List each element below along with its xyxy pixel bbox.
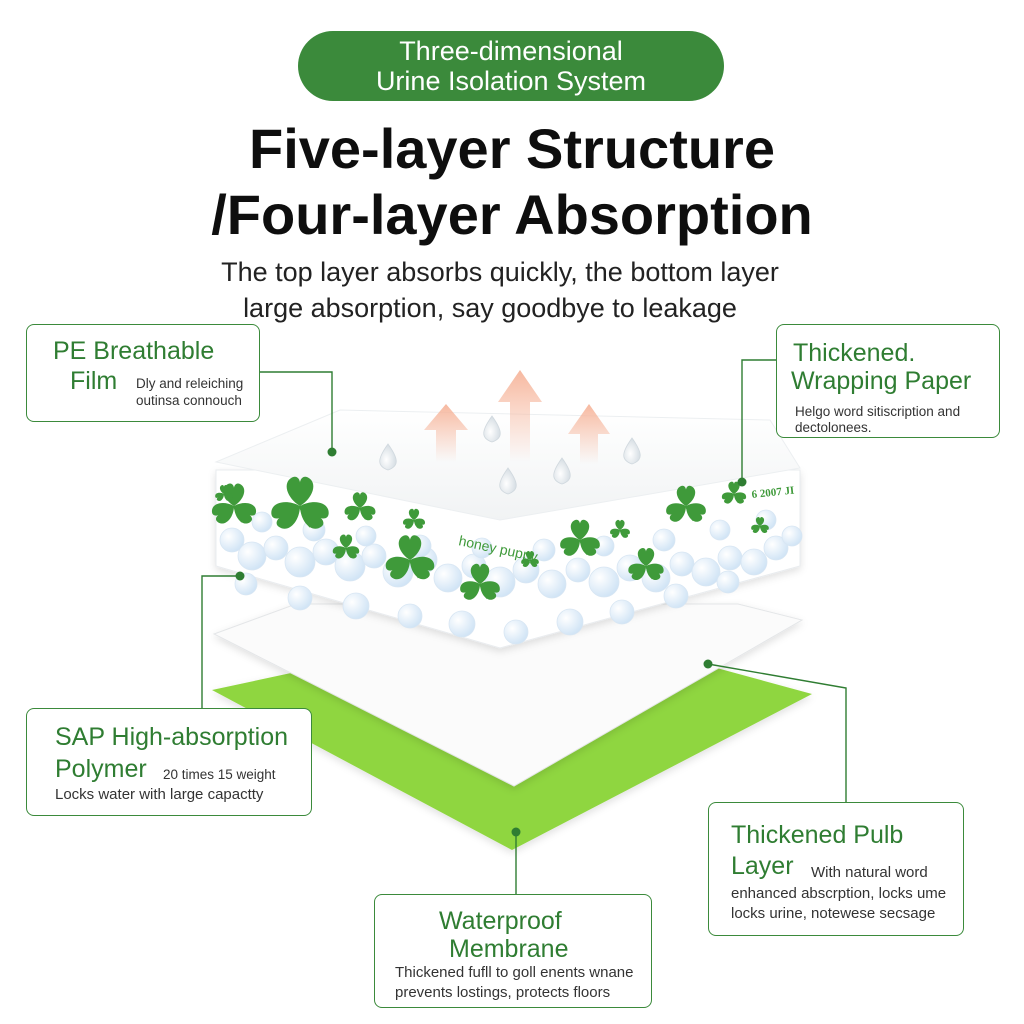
leader-dots <box>235 447 747 837</box>
membrane-note-1: Thickened fufll to goll enents wnane <box>395 964 634 981</box>
card-pe-film: PE Breathable Film Dly and releiching ou… <box>26 324 260 422</box>
leader-sap <box>201 575 240 712</box>
clover-icon <box>385 535 435 580</box>
droplet-icon <box>483 415 501 443</box>
wrapping-paper-note-2: dectolonees. <box>795 420 872 435</box>
clover-icon <box>721 481 747 504</box>
page-title-line-2: /Four-layer Absorption <box>211 183 813 246</box>
leader-lines <box>201 359 847 894</box>
pe-film-title-2: Film <box>70 367 118 395</box>
pulb-note-2: enhanced abscrption, locks ume <box>731 885 947 902</box>
clover-pattern <box>211 476 769 600</box>
sap-bead <box>740 548 768 576</box>
leader-wrapping-paper <box>741 359 777 480</box>
sap-title-2: Polymer <box>55 755 147 783</box>
sap-bead <box>471 537 493 559</box>
sap-bead <box>763 535 789 561</box>
sap-bead <box>532 538 556 562</box>
card-sap: SAP High-absorption Polymer 20 times 15 … <box>26 708 312 816</box>
pulb-title-1: Thickened Pulb <box>731 821 904 849</box>
sap-bead <box>237 541 267 571</box>
water-droplets <box>379 415 641 495</box>
leader-pulb <box>707 663 847 802</box>
membrane-title-1: Waterproof <box>439 907 562 935</box>
sap-bead <box>251 511 273 533</box>
leader-pe-film <box>258 371 333 452</box>
card-wrapping-paper: Thickened. Wrapping Paper Helgo word sit… <box>776 324 1000 438</box>
clover-icon <box>271 476 329 529</box>
sap-bead <box>287 585 313 611</box>
membrane-note-2: prevents lostings, protects floors <box>395 984 611 1001</box>
sap-title-1: SAP High-absorption <box>55 723 289 751</box>
sap-bead <box>263 535 289 561</box>
clover-icon <box>460 563 500 600</box>
subtitle-line-1: The top layer absorbs quickly, the botto… <box>221 257 779 287</box>
pe-film-top-surface <box>214 409 801 521</box>
sap-bead <box>588 566 620 598</box>
arrow-left <box>424 404 468 462</box>
clover-icon <box>751 516 769 533</box>
sap-bead <box>361 543 387 569</box>
sap-bead <box>691 557 721 587</box>
membrane-title-2: Membrane <box>449 935 569 963</box>
sap-bead <box>663 583 689 609</box>
clover-icon <box>521 550 539 567</box>
sap-bead <box>448 610 476 638</box>
sap-bead <box>556 608 584 636</box>
system-badge: Three-dimensional Urine Isolation System <box>298 31 724 101</box>
sap-bead <box>717 545 743 571</box>
wrapping-paper-title-1: Thickened. <box>793 339 916 367</box>
badge-line-2: Urine Isolation System <box>375 66 647 96</box>
clover-icon <box>628 547 664 580</box>
badge-line-1: Three-dimensional <box>399 36 623 66</box>
sap-bead <box>565 557 591 583</box>
sap-bead <box>397 603 423 629</box>
pulp-sheet-layer <box>212 603 804 787</box>
pe-film-title-1: PE Breathable <box>53 337 215 365</box>
sap-note-2: Locks water with large capactty <box>55 786 264 803</box>
clover-icon <box>666 485 706 522</box>
pe-film-note-1: Dly and releiching <box>136 376 244 391</box>
sap-beads <box>219 509 803 645</box>
sap-bead <box>342 592 370 620</box>
sap-bead <box>781 525 803 547</box>
wrapping-paper-note-1: Helgo word sitiscription and <box>795 404 961 419</box>
pulb-note-3: locks urine, notewese secsage <box>731 905 936 922</box>
droplet-icon <box>553 457 571 485</box>
droplet-icon <box>623 437 641 465</box>
page-title-line-1: Five-layer Structure <box>249 117 775 180</box>
sap-bead <box>433 563 463 593</box>
clover-icon <box>344 492 376 521</box>
sap-bead <box>652 528 676 552</box>
droplet-icon <box>499 467 517 495</box>
sap-bead <box>669 551 695 577</box>
wrapping-paper-title-2: Wrapping Paper <box>791 367 972 395</box>
subtitle-line-2: large absorption, say goodbye to leakage <box>243 293 737 323</box>
sap-bead <box>503 619 529 645</box>
clover-icon <box>332 534 360 559</box>
arrow-right <box>568 404 610 464</box>
sap-bead <box>709 519 731 541</box>
card-membrane: Waterproof Membrane Thickened fufll to g… <box>374 894 652 1008</box>
clover-icon <box>215 484 233 501</box>
pad-code-text: 6 2007 JI <box>751 485 795 501</box>
sap-bead <box>355 525 377 547</box>
pe-film-note-2: outinsa connouch <box>136 393 242 408</box>
arrow-center <box>498 370 542 462</box>
card-pulb: Thickened Pulb Layer With natural word e… <box>708 802 964 936</box>
sap-bead <box>537 569 567 599</box>
sap-bead <box>219 527 245 553</box>
sap-bead <box>609 599 635 625</box>
clover-icon <box>610 519 630 538</box>
clover-icon <box>560 519 600 556</box>
pulb-title-2: Layer <box>731 852 794 880</box>
droplet-icon <box>379 443 397 471</box>
sap-note-inline: 20 times 15 weight <box>163 767 276 782</box>
pulb-note-inline: With natural word <box>811 864 928 881</box>
sap-bead <box>284 546 316 578</box>
upward-arrows <box>424 370 610 464</box>
sap-bead <box>716 570 740 594</box>
clover-icon <box>402 508 426 529</box>
